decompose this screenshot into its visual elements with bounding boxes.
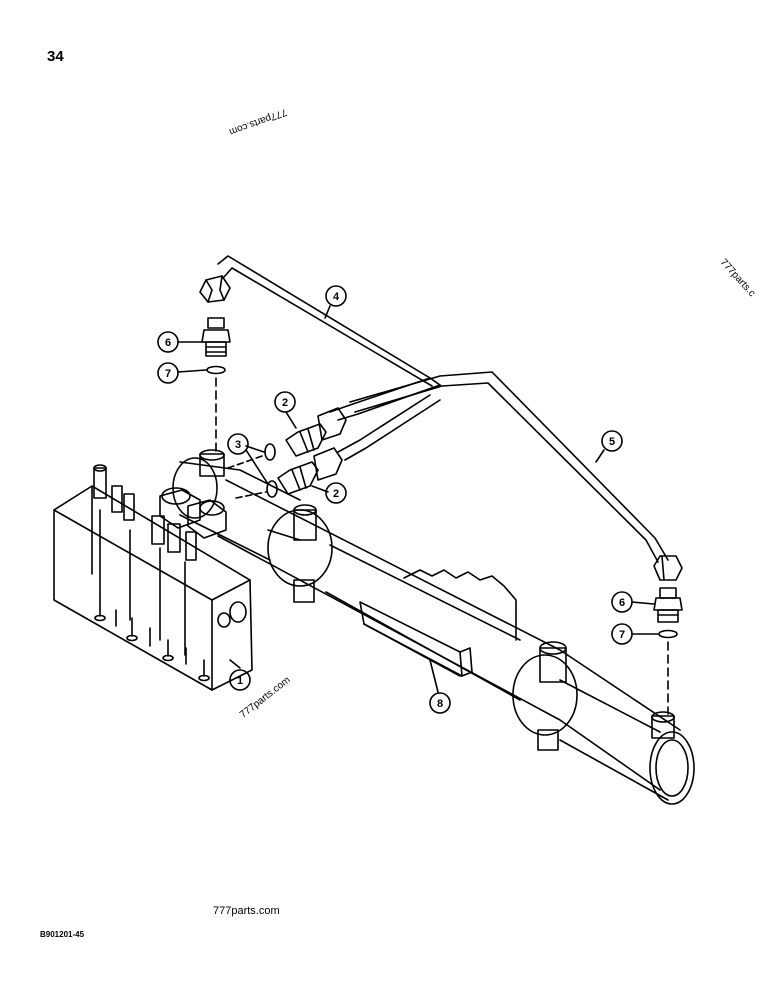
- callout-1-label: 1: [237, 675, 243, 687]
- assembly-line-3a: [227, 454, 266, 469]
- callout-7-upper: 7: [157, 362, 207, 384]
- callout-2-lower-label: 2: [333, 488, 339, 500]
- tube-5-nut: [653, 555, 683, 581]
- callout-6-lower: 6: [611, 591, 655, 613]
- callout-6-upper: 6: [157, 331, 205, 353]
- o-ring-7-upper: [206, 365, 226, 375]
- callout-7-lower-label: 7: [619, 629, 625, 641]
- callout-3: 3: [227, 433, 269, 485]
- tube-4-nut: [199, 275, 231, 303]
- callout-2-upper-label: 2: [282, 397, 288, 409]
- tube-5: [349, 371, 669, 563]
- callout-2-upper: 2: [274, 391, 297, 429]
- callout-8: 8: [429, 659, 451, 714]
- callout-2-lower: 2: [311, 482, 347, 504]
- page-number: 34: [47, 48, 64, 65]
- callout-1: 1: [229, 659, 251, 691]
- callout-8-label: 8: [437, 698, 443, 710]
- fitting-2-upper: [285, 407, 347, 457]
- callout-6-lower-label: 6: [619, 597, 625, 609]
- control-valve-1: [53, 464, 253, 691]
- callout-6-upper-label: 6: [165, 337, 171, 349]
- rack-8: [359, 569, 517, 677]
- callout-4: 4: [324, 285, 347, 319]
- callout-5-label: 5: [609, 436, 615, 448]
- callout-5: 5: [595, 430, 623, 463]
- tube-4: [217, 255, 441, 461]
- assembly-line-3b: [235, 491, 267, 499]
- o-ring-3-upper: [264, 443, 276, 461]
- reference-code: B901201-45: [40, 930, 85, 939]
- adapter-6-lower: [653, 587, 683, 623]
- callout-7-upper-label: 7: [165, 368, 171, 380]
- callout-4-label: 4: [333, 291, 340, 303]
- steering-cylinder: [172, 449, 695, 805]
- watermark-bottom: 777parts.com: [213, 905, 280, 917]
- callout-3-label: 3: [235, 439, 241, 451]
- o-ring-7-lower: [658, 629, 678, 639]
- adapter-6-upper: [201, 317, 231, 357]
- callout-7-lower: 7: [611, 623, 659, 645]
